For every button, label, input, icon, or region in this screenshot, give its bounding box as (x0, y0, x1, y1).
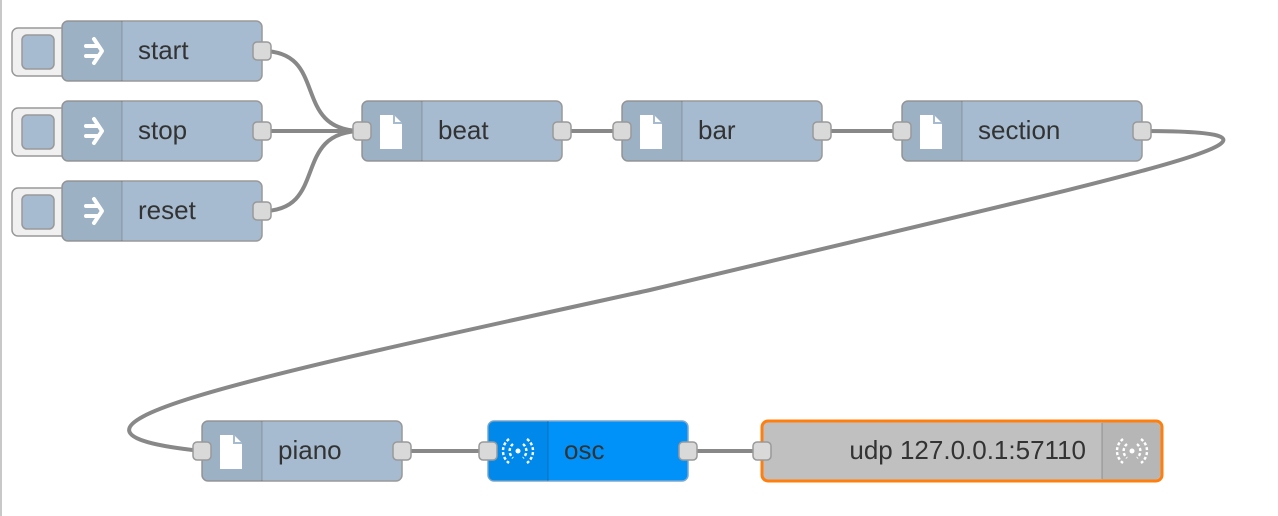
output-port-piano[interactable] (392, 441, 412, 461)
wire-reset-beat[interactable] (261, 129, 363, 213)
input-port-section[interactable] (892, 121, 912, 141)
input-port-piano[interactable] (192, 441, 212, 461)
output-port-reset[interactable] (252, 201, 272, 221)
node-label-bar: bar (698, 115, 736, 145)
input-port-bar[interactable] (612, 121, 632, 141)
output-port-bar[interactable] (812, 121, 832, 141)
output-port-stop[interactable] (252, 121, 272, 141)
node-label-osc: osc (564, 435, 604, 465)
inject-button-face-stop[interactable] (21, 114, 55, 150)
node-label-reset: reset (138, 195, 197, 225)
input-port-osc[interactable] (478, 441, 498, 461)
inject-button-face-start[interactable] (21, 34, 55, 70)
node-label-beat: beat (438, 115, 489, 145)
node-reset[interactable]: reset (11, 180, 272, 242)
inject-button-face-reset[interactable] (21, 194, 55, 230)
input-port-udp[interactable] (752, 441, 772, 461)
node-beat[interactable]: beat (352, 100, 572, 162)
wires-layer (127, 49, 1226, 453)
output-port-beat[interactable] (552, 121, 572, 141)
file-icon (219, 434, 243, 470)
wire-start-beat[interactable] (261, 49, 363, 133)
node-label-udp: udp 127.0.0.1:57110 (849, 435, 1086, 465)
file-icon (919, 114, 943, 150)
node-start[interactable]: start (11, 20, 272, 82)
node-label-piano: piano (278, 435, 342, 465)
output-port-osc[interactable] (678, 441, 698, 461)
file-icon (379, 114, 403, 150)
file-icon (639, 114, 663, 150)
node-udp[interactable]: udp 127.0.0.1:57110 (752, 419, 1164, 483)
node-bar[interactable]: bar (612, 100, 832, 162)
node-stop[interactable]: stop (11, 100, 272, 162)
node-osc[interactable]: osc (478, 420, 698, 482)
node-section[interactable]: section (892, 100, 1152, 162)
input-port-beat[interactable] (352, 121, 372, 141)
output-port-start[interactable] (252, 41, 272, 61)
palette-divider (0, 0, 2, 516)
node-label-start: start (138, 35, 189, 65)
node-label-stop: stop (138, 115, 187, 145)
node-piano[interactable]: piano (192, 420, 412, 482)
node-label-section: section (978, 115, 1060, 145)
output-port-section[interactable] (1132, 121, 1152, 141)
wire-section-piano[interactable] (127, 129, 1226, 453)
